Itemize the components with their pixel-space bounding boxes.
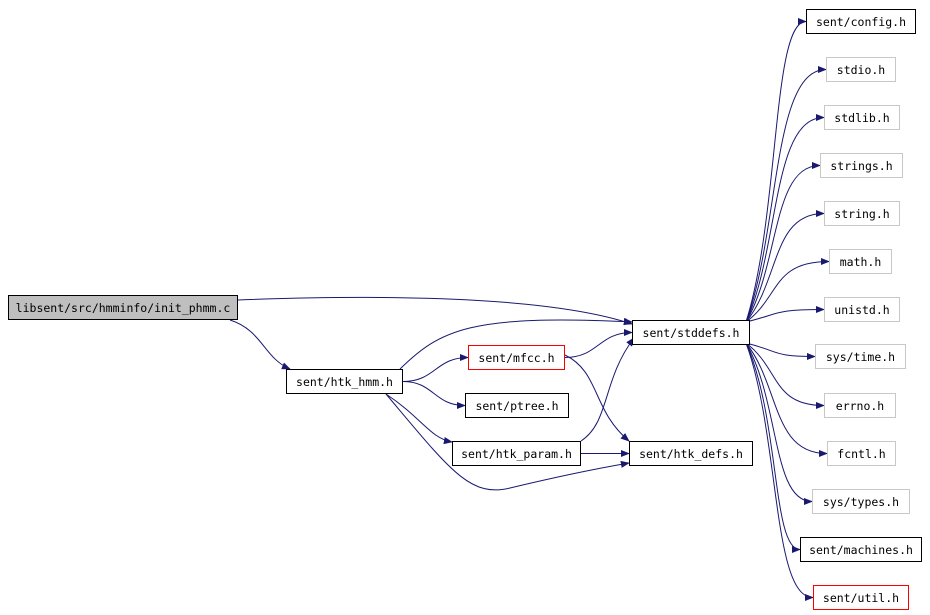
edge-mfcc-to-stddefs [564, 328, 633, 358]
edge-htk-hmm-to-ptree [402, 381, 466, 410]
edge-stddefs-to-stdio [745, 65, 827, 323]
node-sys-time-h: sys/time.h [815, 344, 906, 369]
node-fcntl-h: fcntl.h [827, 441, 896, 466]
node-stddefs-h[interactable]: sent/stddefs.h [632, 320, 750, 345]
edge-stddefs-to-sys-types [745, 342, 813, 506]
node-init-phmm-c: libsent/src/hmminfo/init_phmm.c [8, 295, 238, 320]
edge-htk-param-to-stddefs [580, 337, 635, 442]
node-htk-hmm-h[interactable]: sent/htk_hmm.h [286, 369, 403, 394]
node-config-h[interactable]: sent/config.h [806, 9, 916, 34]
edge-stddefs-to-string [745, 209, 825, 323]
node-math-h: math.h [829, 249, 892, 274]
edge-stddefs-to-sys-time [745, 342, 816, 361]
edge-stddefs-to-config [745, 17, 807, 323]
edge-htk-hmm-to-mfcc [402, 353, 469, 382]
edge-htk-hmm-to-htk-param [385, 393, 453, 445]
node-ptree-h[interactable]: sent/ptree.h [465, 393, 569, 418]
node-sys-types-h: sys/types.h [812, 489, 910, 514]
edge-mfcc-to-htk-defs [564, 354, 630, 442]
node-errno-h: errno.h [824, 393, 896, 418]
edge-stddefs-to-strings [745, 161, 821, 323]
edge-stddefs-to-stdlib [745, 113, 825, 323]
edge-stddefs-to-math [745, 257, 830, 323]
node-machines-h[interactable]: sent/machines.h [800, 537, 922, 562]
node-stdio-h: stdio.h [826, 57, 896, 82]
node-htk-param-h[interactable]: sent/htk_param.h [452, 441, 581, 466]
node-htk-defs-h[interactable]: sent/htk_defs.h [629, 441, 753, 466]
edge-htk-hmm-to-htk-defs [385, 393, 630, 491]
edge-stddefs-to-errno [745, 342, 825, 410]
edge-stddefs-to-fcntl [745, 342, 828, 458]
edge-root-to-stddefs [237, 296, 633, 325]
edge-stddefs-to-util [745, 342, 814, 602]
edge-root-to-htk-hmm [229, 319, 291, 370]
node-mfcc-h[interactable]: sent/mfcc.h [468, 345, 565, 370]
node-util-h[interactable]: sent/util.h [813, 585, 909, 610]
node-strings-h: strings.h [820, 153, 903, 178]
edge-htk-hmm-to-stddefs [399, 318, 633, 370]
edge-stddefs-to-unistd [745, 305, 825, 323]
node-stdlib-h: stdlib.h [824, 105, 900, 130]
edge-stddefs-to-machines [745, 342, 801, 554]
edges-layer [229, 17, 830, 602]
node-string-h: string.h [824, 201, 900, 226]
node-unistd-h: unistd.h [824, 297, 900, 322]
